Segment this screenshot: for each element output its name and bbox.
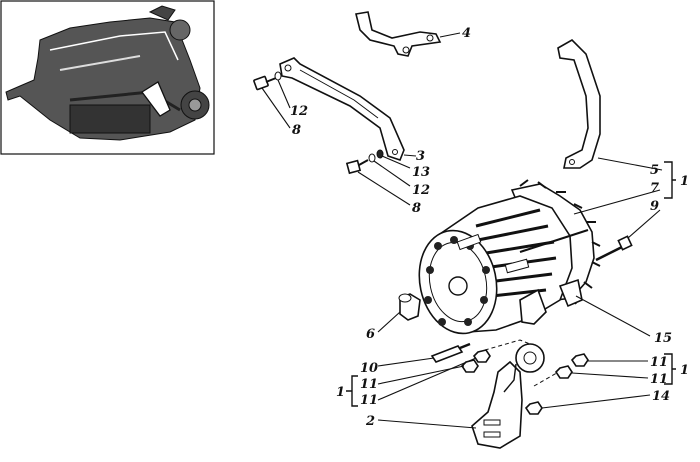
bolt-9: [595, 209, 661, 262]
part-4-bracket: [355, 11, 461, 57]
callout-8b: 8: [412, 201, 421, 216]
group-bracket-right: [664, 353, 676, 385]
nuts-11-right: [554, 353, 649, 379]
callout-4: 4: [462, 26, 471, 41]
callout-8: 8: [292, 123, 301, 138]
callout-15: 15: [654, 331, 672, 346]
part-2-lower-bracket: [377, 343, 545, 449]
callout-14: 14: [652, 389, 670, 404]
bolt-8-middle: [345, 149, 411, 206]
callout-5: 5: [650, 163, 659, 178]
callout-11b: 11: [360, 393, 378, 408]
bolt-8-top: [253, 71, 291, 129]
callout-1-top: 1: [680, 174, 689, 189]
part-10-bolt: [377, 342, 471, 367]
nut-14: [524, 394, 651, 415]
callout-12b: 12: [412, 183, 430, 198]
engine-overview-icon: [5, 5, 210, 141]
callout-9: 9: [650, 199, 659, 214]
callout-12: 12: [290, 104, 308, 119]
callout-2: 2: [365, 414, 375, 429]
callout-3: 3: [416, 149, 425, 164]
part-5-curved-bracket: [557, 39, 663, 171]
engine-overview-inset: [0, 0, 215, 155]
part-3-adjusting-strap: [279, 57, 417, 161]
nuts-11-left: [377, 349, 491, 401]
part-6-sleeve: [377, 293, 421, 333]
alternator-icon: [418, 179, 661, 337]
callout-1-right: 1: [680, 363, 689, 378]
callout-1-left: 1: [336, 385, 345, 400]
callout-11d: 11: [650, 372, 668, 387]
center-line-left: [477, 339, 531, 353]
callout-11c: 11: [650, 355, 668, 370]
location-arrow-icon: [141, 81, 171, 117]
callout-6: 6: [366, 327, 375, 342]
callout-10: 10: [360, 361, 378, 376]
callout-11a: 11: [360, 377, 378, 392]
group-bracket-top: [664, 161, 676, 199]
center-line-right: [533, 369, 563, 387]
callout-13: 13: [412, 165, 430, 180]
group-bracket-left: [346, 375, 358, 407]
callout-7: 7: [650, 181, 659, 196]
